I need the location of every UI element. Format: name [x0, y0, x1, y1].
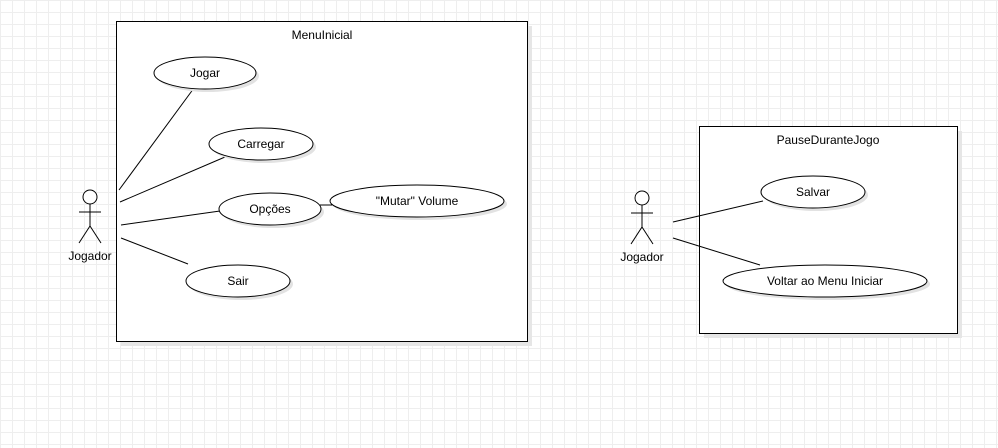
use-case-label: Carregar — [237, 137, 284, 151]
association-opcoes — [120, 210, 221, 226]
actor-jogador-pause[interactable]: Jogador — [620, 190, 664, 264]
use-case-sair[interactable]: Sair — [185, 264, 293, 300]
use-case-label: "Mutar" Volume — [376, 194, 459, 208]
actor-right-leg — [641, 226, 654, 245]
association-jogar — [118, 87, 195, 191]
use-case-label: Salvar — [796, 185, 830, 199]
associations — [118, 87, 764, 266]
use-case-ellipse — [153, 56, 257, 90]
use-case-mutar-volume[interactable]: "Mutar" Volume — [329, 184, 507, 220]
use-case-ellipse — [329, 184, 505, 218]
system-boundary-pause-durante-jogo: PauseDuranteJogo — [699, 126, 962, 338]
use-case-voltar-menu[interactable]: Voltar ao Menu Iniciar — [722, 264, 930, 300]
association-salvar — [672, 200, 764, 223]
use-case-label: Opções — [249, 202, 290, 216]
association-sair — [120, 237, 189, 265]
boundary-title-pause-durante-jogo: PauseDuranteJogo — [777, 133, 880, 147]
actor-left-leg — [78, 225, 91, 244]
use-case-label: Jogar — [190, 66, 220, 80]
use-case-ellipse — [722, 264, 928, 298]
use-case-ellipse — [760, 175, 866, 209]
use-case-ellipse — [185, 264, 291, 298]
use-case-carregar[interactable]: Carregar — [208, 127, 316, 163]
actor-label: Jogador — [68, 249, 111, 263]
use-case-label: Sair — [227, 274, 248, 288]
boundary-title-menu-inicial: MenuInicial — [292, 28, 353, 42]
use-case-label: Voltar ao Menu Iniciar — [767, 274, 883, 288]
actor-head — [634, 190, 650, 206]
use-case-jogar[interactable]: Jogar — [153, 56, 259, 92]
actor-label: Jogador — [620, 250, 663, 264]
boundary-frame — [699, 126, 958, 334]
actor-jogador-menu[interactable]: Jogador — [68, 189, 112, 263]
association-voltar — [672, 237, 761, 266]
association-carregar — [119, 156, 226, 203]
use-case-salvar[interactable]: Salvar — [760, 175, 868, 211]
use-case-ellipse — [208, 127, 314, 161]
actor-left-leg — [630, 226, 643, 245]
use-case-opcoes[interactable]: Opções — [218, 192, 324, 228]
use-case-ellipse — [218, 192, 322, 226]
actor-right-leg — [89, 225, 102, 244]
actor-head — [82, 189, 98, 205]
